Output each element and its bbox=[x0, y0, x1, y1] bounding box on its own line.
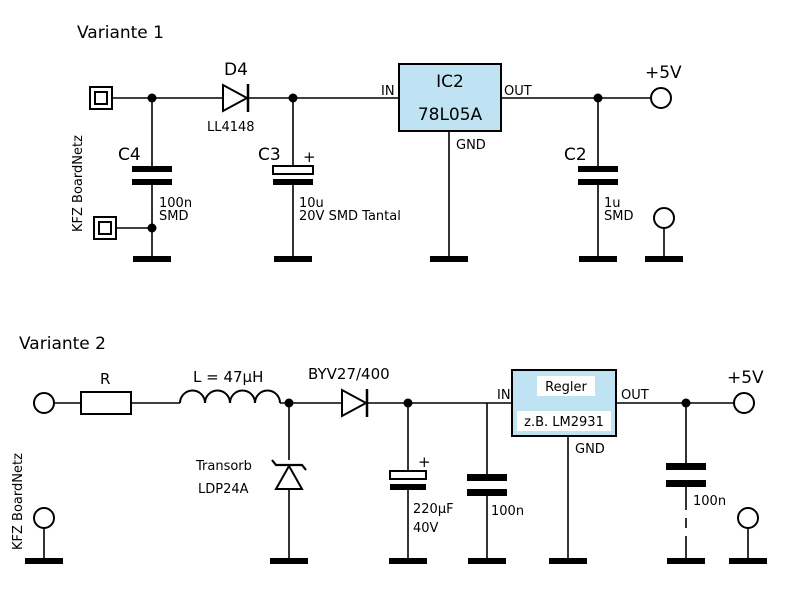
resistor-r bbox=[80, 391, 132, 415]
capacitor-c3-value: 10u bbox=[299, 196, 324, 211]
ground-symbol bbox=[25, 558, 63, 564]
capacitor-c4-value: 100n bbox=[159, 196, 192, 211]
tvs-diode-transorb bbox=[271, 459, 307, 492]
regulator-part-bg bbox=[517, 411, 611, 431]
tvs-part: LDP24A bbox=[198, 482, 249, 497]
output-terminal-gnd bbox=[737, 507, 759, 529]
ground-symbol bbox=[274, 256, 312, 262]
diode-d4 bbox=[222, 83, 250, 113]
wires-v2 bbox=[43, 402, 749, 560]
ic2-pin-gnd: GND bbox=[456, 138, 486, 153]
capacitor-c4-type: SMD bbox=[159, 209, 188, 224]
ground-symbol bbox=[430, 256, 468, 262]
output-terminal-gnd bbox=[653, 207, 675, 229]
ground-symbol bbox=[549, 558, 587, 564]
output-label-v2: +5V bbox=[727, 368, 764, 388]
capacitor-c4-ref: C4 bbox=[118, 145, 141, 165]
junction-dot bbox=[147, 223, 157, 233]
capacitor-220uf-polarity: + bbox=[418, 453, 431, 471]
capacitor-c4 bbox=[132, 166, 172, 185]
diode-byv27-label: BYV27/400 bbox=[308, 365, 390, 383]
capacitor-220uf-voltage: 40V bbox=[413, 521, 439, 536]
tvs-name: Transorb bbox=[195, 459, 252, 474]
capacitor-c2 bbox=[578, 166, 618, 185]
capacitor-220uf-value: 220µF bbox=[413, 502, 454, 517]
regulator-title: Regler bbox=[545, 380, 587, 395]
ground-symbol bbox=[667, 558, 705, 564]
capacitor-100n-output bbox=[666, 463, 706, 487]
capacitor-c2-value: 1u bbox=[604, 196, 621, 211]
capacitor-100n-output-value: 100n bbox=[693, 494, 726, 509]
capacitor-220uf bbox=[389, 470, 427, 490]
wires-v1 bbox=[112, 97, 665, 258]
capacitor-c3 bbox=[272, 165, 314, 185]
capacitor-c2-type: SMD bbox=[604, 209, 633, 224]
junction-dot bbox=[288, 93, 298, 103]
capacitor-c3-polarity: + bbox=[303, 148, 316, 166]
ground-symbol bbox=[579, 256, 617, 262]
ic2-pin-in: IN bbox=[381, 84, 395, 99]
inductor-label: L = 47µH bbox=[193, 368, 263, 386]
regulator-title-bg bbox=[537, 376, 595, 396]
regulator-part: z.B. LM2931 bbox=[524, 415, 604, 430]
diode-d4-part: LL4148 bbox=[207, 120, 255, 135]
junction-dot bbox=[147, 93, 157, 103]
capacitor-c3-ref: C3 bbox=[258, 145, 281, 165]
regulator-pin-out: OUT bbox=[621, 388, 649, 403]
regulator-pin-gnd: GND bbox=[575, 442, 605, 457]
junction-dot bbox=[593, 93, 603, 103]
variant-2-title: Variante 2 bbox=[19, 334, 106, 354]
input-connector-pad-top bbox=[89, 86, 113, 110]
regulator-pin-in: IN bbox=[497, 388, 511, 403]
regulator-ic2-part: 78L05A bbox=[418, 105, 483, 125]
variant-1-title: Variante 1 bbox=[77, 23, 164, 43]
ground-symbol bbox=[133, 256, 171, 262]
output-terminal-5v bbox=[650, 87, 672, 109]
inductor-l bbox=[179, 389, 281, 404]
capacitor-100n-input bbox=[467, 474, 507, 496]
output-label-v1: +5V bbox=[645, 63, 682, 83]
ground-symbol bbox=[645, 256, 683, 262]
ground-symbol bbox=[729, 558, 767, 564]
ground-symbol bbox=[389, 558, 427, 564]
input-connector-pad-bottom bbox=[93, 216, 117, 240]
output-terminal-5v bbox=[733, 392, 755, 414]
capacitor-100n-input-value: 100n bbox=[491, 504, 524, 519]
input-terminal-top bbox=[33, 392, 55, 414]
regulator-ic2-ref: IC2 bbox=[436, 72, 464, 92]
resistor-label: R bbox=[100, 370, 110, 388]
input-terminal-bottom bbox=[33, 507, 55, 529]
junction-dot bbox=[284, 398, 294, 408]
ground-symbol bbox=[468, 558, 506, 564]
regulator-ic2 bbox=[398, 63, 502, 132]
connector-label-v2: KFZ BoardNetz bbox=[11, 453, 26, 550]
ground-symbol bbox=[270, 558, 308, 564]
capacitor-c2-ref: C2 bbox=[564, 145, 587, 165]
variant-1-circuit: Variante 1 KFZ BoardNetz bbox=[71, 23, 683, 262]
variant-2-circuit: Variante 2 KFZ Bo bbox=[11, 334, 767, 564]
capacitor-c3-type: 20V SMD Tantal bbox=[299, 209, 401, 224]
diode-d4-ref: D4 bbox=[224, 60, 248, 80]
ic2-pin-out: OUT bbox=[504, 84, 532, 99]
connector-label-v1: KFZ BoardNetz bbox=[71, 135, 86, 232]
junction-dot bbox=[681, 398, 691, 408]
diode-byv27 bbox=[341, 388, 369, 418]
junction-dot bbox=[403, 398, 413, 408]
